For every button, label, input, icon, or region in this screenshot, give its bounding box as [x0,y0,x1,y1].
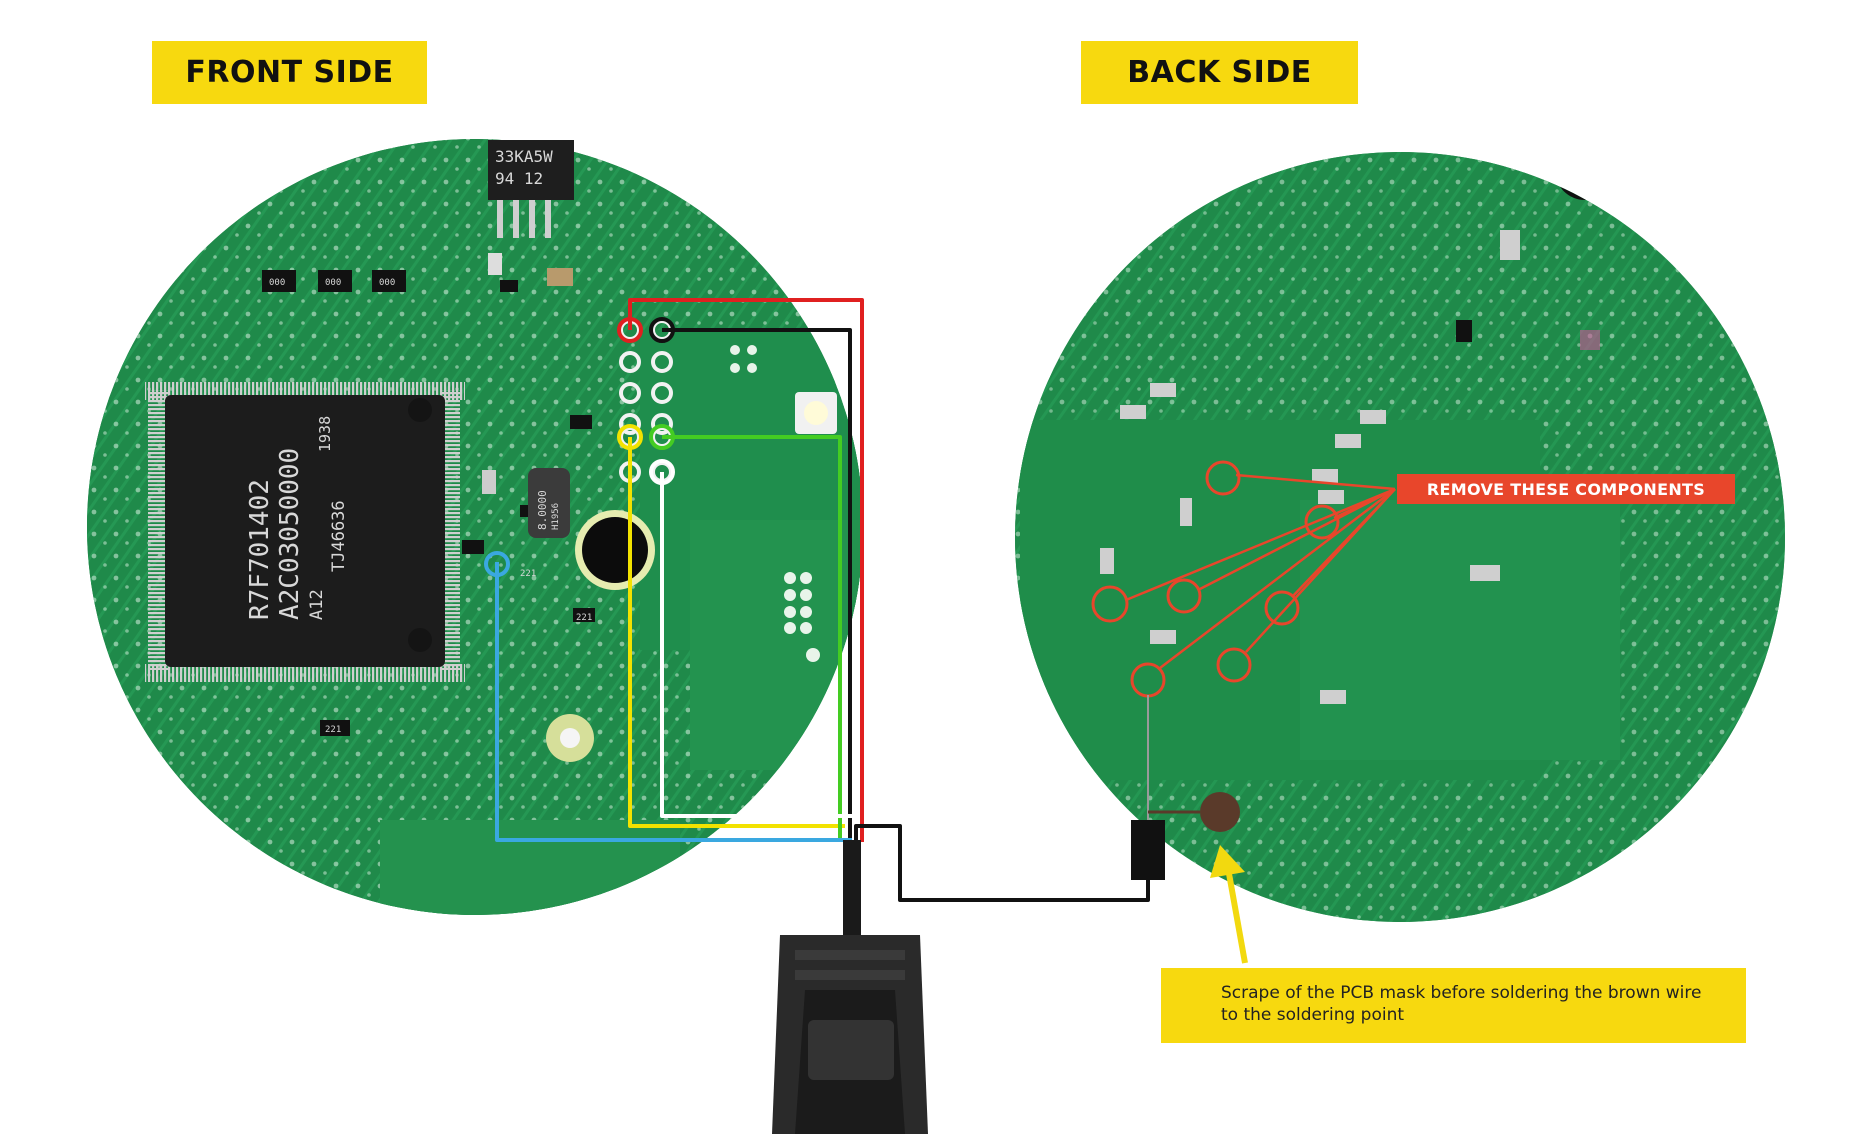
smd-marking-3: 221 [325,725,341,735]
wire-green [662,435,842,842]
solder-point [1200,792,1240,832]
smd-marking-1: 221 [520,569,536,579]
front-pcb: R7F701402 A2C03050000 A12 TJ46636 1938 3… [87,139,863,915]
arrow-icon [1210,845,1248,964]
ic-marking-side: 1938 [316,416,334,452]
main-ic: R7F701402 A2C03050000 A12 TJ46636 1938 [145,382,465,682]
wire-back-bundle [854,824,1150,902]
ic-marking-4: TJ46636 [329,500,349,572]
ic-marking-2: A2C03050000 [275,448,305,620]
ic-marking-1: R7F701402 [245,479,275,620]
regulator-chip: 33KA5W 94 12 [488,140,574,238]
crystal-oscillator: 8.0000 H1956 [528,468,570,538]
db9-connector-icon [772,840,928,1134]
remove-components-label: REMOVE THESE COMPONENTS [1397,474,1735,504]
wires [495,298,1150,902]
back-pcb [1015,152,1785,922]
regulator-marking-2: 94 12 [495,169,543,188]
ic-marking-3: A12 [307,589,327,620]
smd-marking-5: 000 [325,278,341,288]
front-side-label: FRONT SIDE [152,41,427,104]
wire-yellow [628,437,845,828]
pad-markers [484,317,675,577]
regulator-marking-1: 33KA5W [495,147,553,166]
wire-red [628,298,864,842]
scrape-note: Scrape of the PCB mask before soldering … [1161,968,1746,1043]
wire-white [660,472,852,818]
wire-blue [495,562,852,842]
crystal-marking-2: H1956 [551,503,561,530]
wire-splice [1131,820,1165,880]
back-side-label: BACK SIDE [1081,41,1358,104]
smd-marking-6: 000 [379,278,395,288]
smd-marking-4: 000 [269,278,285,288]
crystal-marking-1: 8.0000 [536,490,549,530]
wire-black [662,328,852,842]
remove-markers [1091,460,1340,698]
smd-marking-2: 221 [576,613,592,623]
remove-pointer-lines [1125,473,1396,669]
